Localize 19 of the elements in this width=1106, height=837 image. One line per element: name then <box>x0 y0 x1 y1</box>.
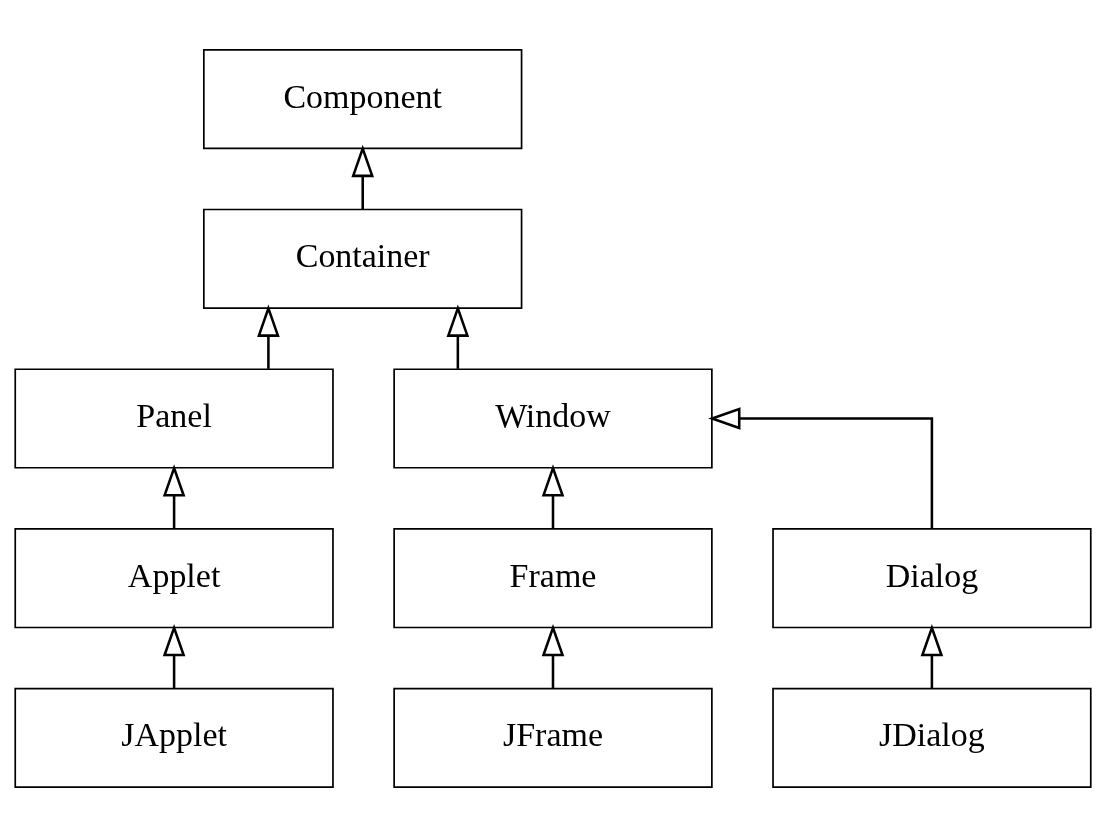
node-box: JApplet <box>14 687 334 789</box>
arrow <box>708 407 934 529</box>
node-box: Dialog <box>772 528 1092 629</box>
node-box: Panel <box>14 368 334 469</box>
node-box: Window <box>393 368 713 469</box>
node-box: JFrame <box>393 687 713 789</box>
node-box: Container <box>203 208 523 309</box>
node-box: Frame <box>393 528 713 629</box>
arrow <box>541 464 565 529</box>
arrow <box>351 144 374 210</box>
arrow <box>257 304 280 369</box>
node-box: Applet <box>14 528 334 629</box>
arrow <box>446 304 470 369</box>
arrow <box>162 624 186 689</box>
node-box: JDialog <box>772 687 1092 789</box>
node-box: Component <box>203 48 523 150</box>
arrow <box>920 624 944 689</box>
arrow <box>541 624 565 689</box>
arrow <box>162 464 186 529</box>
